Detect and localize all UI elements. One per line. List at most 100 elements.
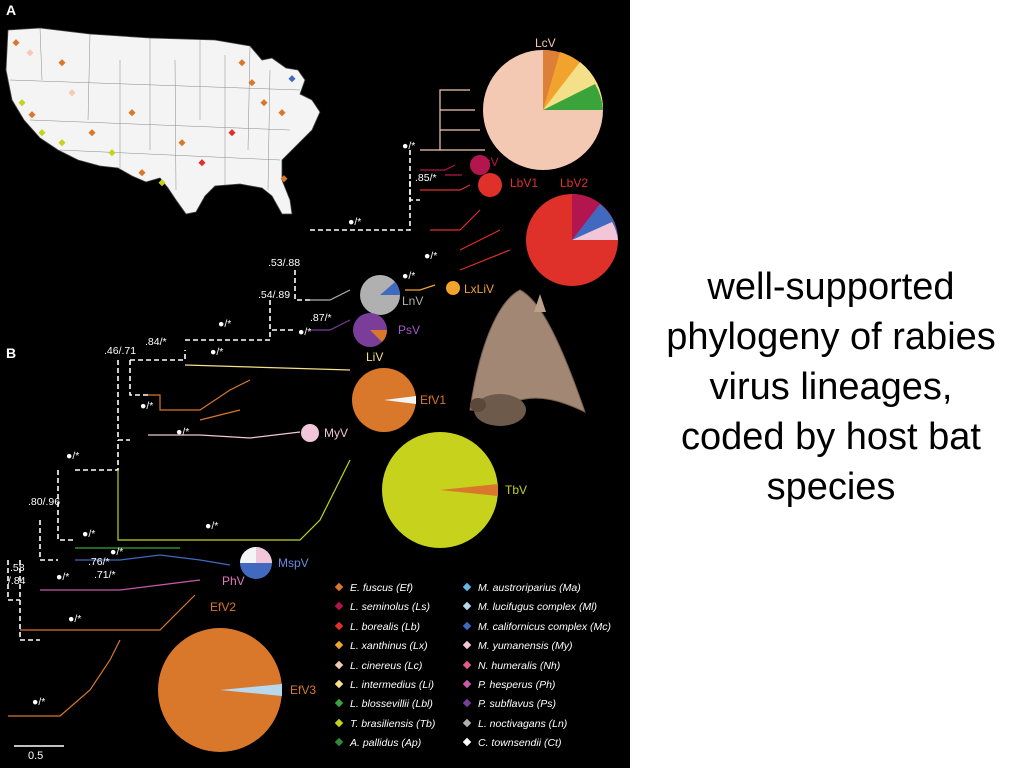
legend-label: M. lucifugus complex (Ml) [478,601,598,614]
pie-charts [158,50,618,752]
support-value: .71/* [94,569,116,581]
legend-marker-icon [334,640,344,650]
caption-line: coded by host bat [681,416,981,458]
clade-label-myv: MyV [324,426,348,440]
legend-item: P. hesperus (Ph) [462,678,611,698]
legend-marker-icon [462,640,472,650]
legend-item: C. townsendii (Ct) [462,737,611,756]
support-value: .84/* [145,336,167,348]
legend-label: L. blossevillii (Lbl) [350,698,433,711]
legend-label: L. intermedius (Li) [350,678,435,691]
support-value: ●/* [424,250,438,262]
clade-label-psv: PsV [398,323,421,337]
legend-item: L. xanthinus (Lx) [334,640,435,659]
legend-item: N. humeralis (Nh) [462,659,611,679]
support-value: .58 [10,562,25,574]
support-value: ●/* [298,326,312,338]
support-value: ●/* [66,450,80,462]
legend-column-left: E. fuscus (Ef) L. seminolus (Ls)L. boreal… [334,582,436,757]
legend-label: P. subflavus (Ps) [478,698,557,711]
legend-item: A. pallidus (Ap) [334,737,435,756]
support-value: ●/* [210,346,224,358]
phylogeny-figure: A B 0.5 LcV LsV LbV1 LbV2 LnV LxLiV PsV … [0,0,630,768]
clade-label-lbv2: LbV2 [560,176,589,190]
support-value: .85/* [415,172,437,184]
clade-label-phv: PhV [222,574,245,588]
legend-label: T. brasiliensis (Tb) [350,717,436,730]
legend-marker-icon [462,718,472,727]
legend-label: E. fuscus (Ef) [350,582,414,594]
legend-item: M. austroriparius (Ma) [462,582,611,601]
support-value: ●/* [176,426,190,438]
legend-item: L. cinereus (Lc) [334,660,435,679]
tree-clades [8,89,511,717]
clade-label-lxliv: LxLiV [464,282,495,296]
legend-label: M. austroriparius (Ma) [478,582,581,594]
support-value: ●/* [110,546,124,558]
clade-label-lnv: LnV [402,294,424,308]
legend-item: L. intermedius (Li) [334,678,435,698]
legend-marker-icon [334,582,344,592]
clade-label-mspv: MspV [278,556,309,570]
map-markers [12,39,296,187]
support-value: ●/* [56,571,70,583]
support-value: .54/.89 [258,289,291,301]
support-value: .53/.88 [268,257,301,269]
legend-label: M. californicus complex (Mc) [478,620,612,633]
support-value: ●/* [402,270,416,282]
legend-marker-icon [462,602,472,611]
us-map [5,27,321,215]
clade-label-efv2: EfV2 [210,600,237,614]
legend-label: L. borealis (Lb) [350,620,421,633]
legend-item: L. noctivagans (Ln) [462,717,611,737]
legend-label: L. xanthinus (Lx) [350,640,428,653]
caption-line: species [766,466,896,508]
legend-marker-icon [462,621,472,631]
support-value: .76/* [88,556,110,568]
legend-marker-icon [462,582,472,592]
legend-label: L. noctivagans (Ln) [478,717,568,730]
legend-marker-icon [334,737,344,747]
legend-item: P. subflavus (Ps) [462,698,611,717]
clade-label-lsv: LsV [478,155,499,169]
legend-item: M. lucifugus complex (Ml) [462,601,611,620]
legend-marker-icon [334,660,344,669]
legend-marker-icon [462,660,472,669]
support-value: ●/* [32,696,46,708]
caption-line: virus lineages, [709,366,953,408]
legend-marker-icon [334,621,344,631]
legend-item: E. fuscus (Ef) [334,582,435,601]
legend-marker-icon [334,679,344,689]
support-value: ●/* [218,318,232,330]
bat-photo [469,289,586,426]
support-value: ●/* [68,613,82,625]
support-value: ●/* [402,140,416,152]
clade-label-lcv: LcV [535,36,556,50]
support-value: .87/* [310,312,332,324]
legend-item: M. californicus complex (Mc) [462,620,612,640]
legend-label: N. humeralis (Nh) [478,659,561,672]
scale-bar-label: 0.5 [28,750,44,762]
slide-caption: well-supported phylogeny of rabies virus… [638,262,1024,512]
legend-marker-icon [334,718,344,727]
panel-b-label: B [6,345,17,361]
support-value: ●/* [82,528,96,540]
legend-label: C. townsendii (Ct) [478,737,562,750]
support-value: ●/* [348,216,362,228]
legend-label: P. hesperus (Ph) [478,678,556,691]
legend-marker-icon [334,602,344,611]
clade-label-efv1: EfV1 [420,393,447,407]
clade-label-efv3: EfV3 [290,683,317,697]
legend-marker-icon [334,699,344,708]
legend-item: M. yumanensis (My) [462,640,611,659]
support-value: .46/.71 [104,345,137,357]
support-value: .80/.96 [28,496,61,508]
legend-item: L. seminolus (Ls) [334,601,435,620]
legend-column-right: M. austroriparius (Ma) M. lucifugus compl… [462,582,612,757]
clade-label-tbv: TbV [505,483,528,497]
panel-a-label: A [6,2,17,18]
legend-item: L. borealis (Lb) [334,620,435,640]
caption-line: phylogeny of rabies [666,316,996,358]
legend-item: T. brasiliensis (Tb) [334,717,436,737]
caption-line: well-supported [707,266,955,308]
